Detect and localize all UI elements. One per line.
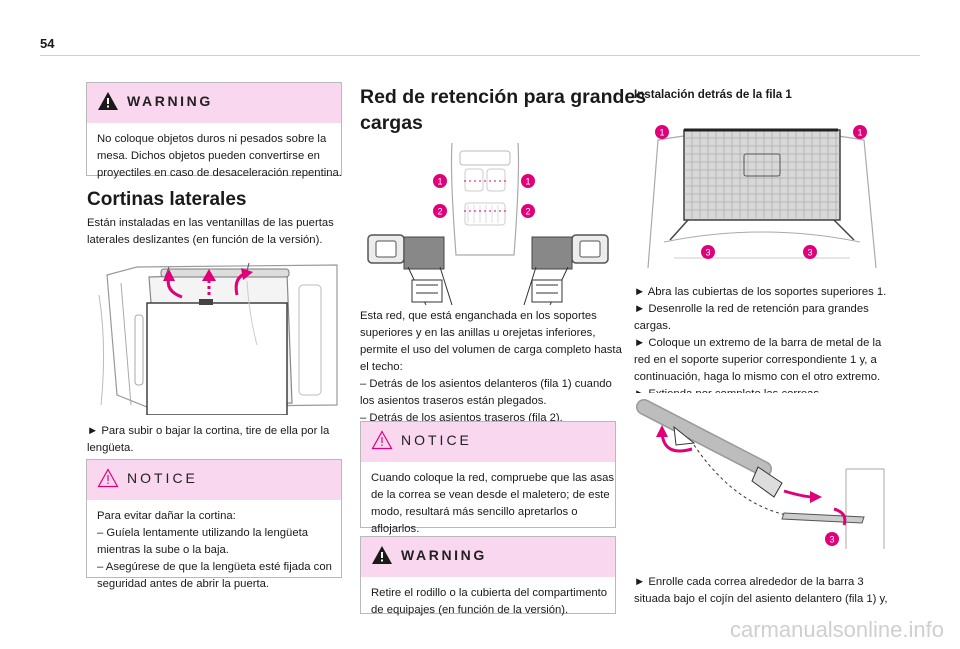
notice-title: NOTICE (127, 470, 198, 486)
warning-header: WARNING (87, 83, 341, 123)
notice-box-left: NOTICE Para evitar dañar la cortina: – G… (86, 459, 342, 590)
warning-text: Retire el rodillo o la cubierta del comp… (371, 587, 608, 616)
warning-triangle-icon (372, 546, 392, 564)
marker-1: 1 (437, 177, 442, 187)
notice-triangle-icon (97, 468, 119, 488)
strap-illustration: 3 (634, 393, 888, 549)
notice-header: NOTICE (87, 460, 341, 500)
red-body: Esta red, que está enganchada en los sop… (360, 310, 622, 424)
cortinas-heading: Cortinas laterales (87, 189, 247, 210)
red-heading: Red de retención para grandes cargas (360, 86, 647, 134)
cortinas-step: ► Para subir o bajar la cortina, tire de… (87, 425, 330, 454)
marker-2: 2 (437, 207, 442, 217)
warning-title: WARNING (401, 547, 487, 563)
notice-triangle-icon (371, 430, 393, 450)
warning-box-top: WARNING No coloque objetos duros ni pesa… (86, 82, 342, 179)
warning-triangle-icon (98, 92, 118, 110)
net-location-illustration: 1 1 2 2 (360, 135, 616, 305)
instalacion-final: ► Enrolle cada correa alrededor de la ba… (634, 576, 888, 605)
notice-title: NOTICE (401, 432, 472, 448)
instalacion-heading: Instalación detrás de la fila 1 (634, 88, 792, 101)
net-installed-illustration: 1 1 3 3 (634, 118, 888, 280)
watermark: carmanualsonline.info (729, 617, 944, 642)
warning-box-mid: WARNING Retire el rodillo o la cubierta … (360, 536, 616, 616)
marker-2: 2 (525, 207, 530, 217)
marker-1: 1 (525, 177, 530, 187)
notice-text: Cuando coloque la red, compruebe que las… (371, 472, 615, 535)
marker-3: 3 (807, 248, 812, 258)
warning-text: No coloque objetos duros ni pesados sobr… (97, 133, 342, 179)
header-rule (40, 55, 920, 56)
marker-3: 3 (829, 535, 834, 545)
notice-text: Para evitar dañar la cortina: – Guíela l… (97, 510, 332, 590)
marker-3: 3 (705, 248, 710, 258)
page-number: 54 (40, 36, 55, 51)
warning-title: WARNING (127, 93, 213, 109)
notice-box-mid: NOTICE Cuando coloque la red, compruebe … (360, 421, 616, 535)
cortinas-intro: Están instaladas en las ventanillas de l… (87, 217, 334, 246)
warning-header: WARNING (361, 537, 615, 577)
notice-header: NOTICE (361, 422, 615, 462)
marker-1: 1 (857, 128, 862, 138)
instalacion-steps: ► Abra las cubiertas de los soportes sup… (634, 286, 887, 400)
marker-1: 1 (659, 128, 664, 138)
curtain-illustration (87, 255, 341, 415)
